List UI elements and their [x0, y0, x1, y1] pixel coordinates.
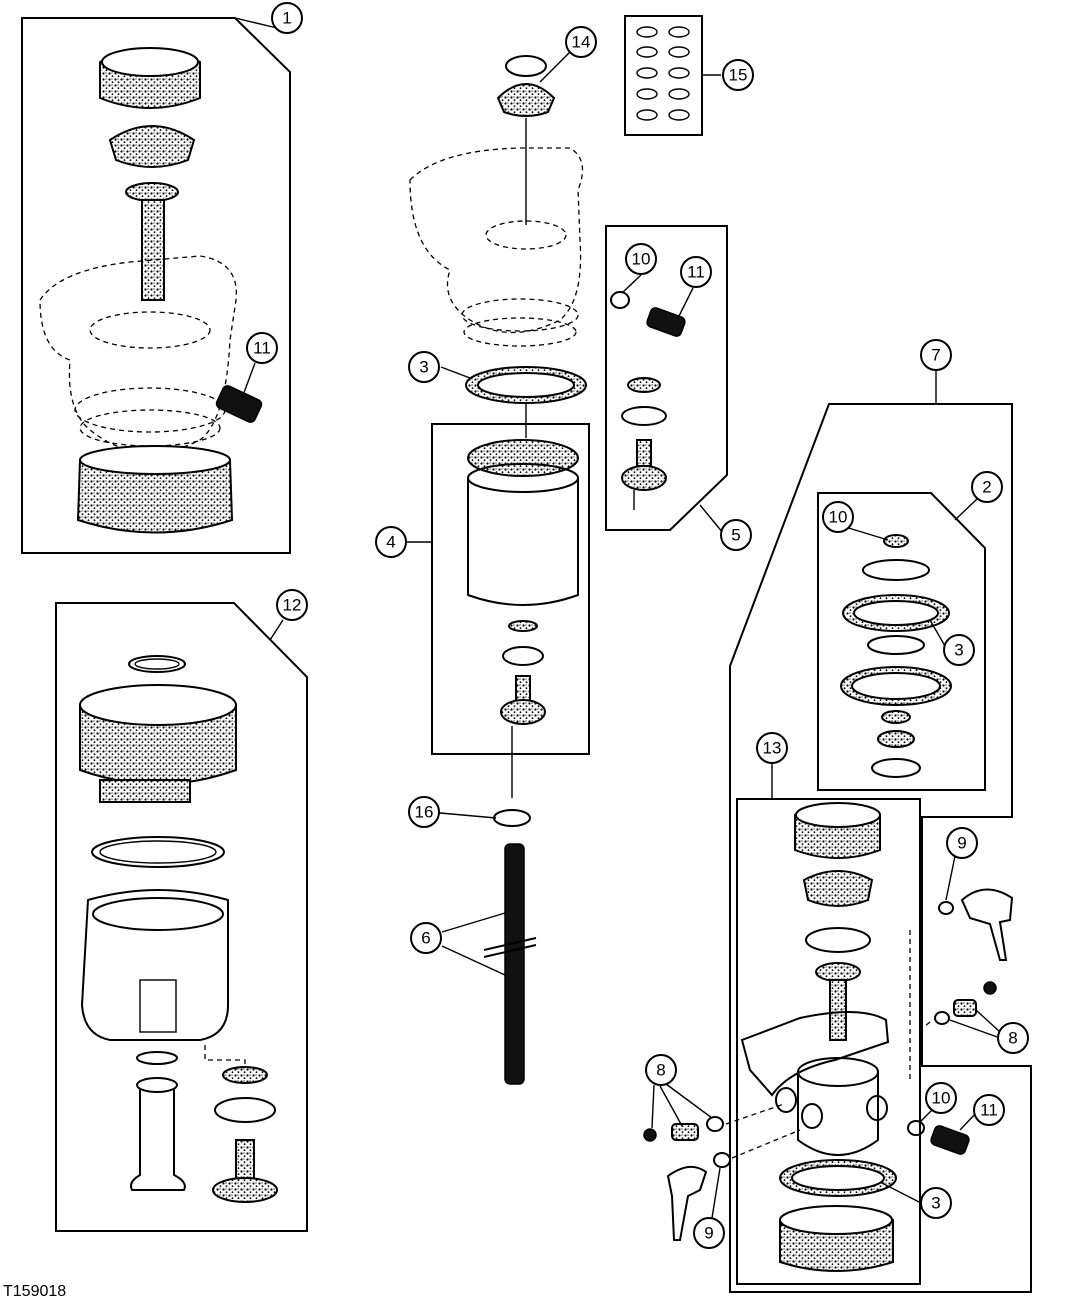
center-column	[409, 55, 590, 1085]
drain-valve	[212, 1177, 278, 1203]
strainer-cap	[108, 125, 196, 168]
svg-text:5: 5	[731, 526, 740, 545]
svg-text:8: 8	[656, 1061, 665, 1080]
callout-3-kit2: 3	[943, 634, 975, 666]
callout-10-kit2: 10	[822, 501, 854, 533]
svg-text:15: 15	[729, 66, 748, 85]
center-bolt	[130, 1088, 186, 1191]
kit-7-outline	[729, 403, 1032, 1293]
callouts: 1 11 12 14 15 3 4 5 16 6 10 11 7 2 10 3 …	[246, 2, 1029, 1249]
callout-2: 2	[971, 471, 1003, 503]
callout-10-kit5: 10	[625, 243, 657, 275]
svg-text:11: 11	[687, 263, 705, 282]
callout-9-bottom: 9	[693, 1217, 725, 1249]
callout-3-center: 3	[408, 351, 440, 383]
svg-text:9: 9	[957, 834, 966, 853]
kit-15-group	[624, 15, 703, 136]
clear-bowl	[80, 889, 229, 1041]
kit-13-outline	[736, 798, 921, 1285]
svg-text:2: 2	[982, 478, 991, 497]
callout-4: 4	[375, 526, 407, 558]
callout-1: 1	[271, 2, 303, 34]
kit-13-group	[643, 798, 1014, 1285]
svg-text:3: 3	[954, 641, 963, 660]
svg-text:8: 8	[1008, 1029, 1017, 1048]
kit-12-outline	[55, 602, 308, 1232]
svg-text:4: 4	[386, 533, 395, 552]
kit-4-outline	[431, 423, 590, 755]
leader-lines	[234, 17, 1001, 1219]
water-drain	[500, 699, 546, 725]
callout-14: 14	[565, 26, 597, 58]
svg-text:10: 10	[932, 1089, 951, 1108]
callout-13: 13	[756, 732, 788, 764]
filter-head-bracket	[740, 1011, 890, 1097]
callout-6: 6	[410, 922, 442, 954]
filter-head	[797, 1072, 879, 1156]
svg-text:3: 3	[931, 1194, 940, 1213]
svg-text:3: 3	[419, 358, 428, 377]
callout-8-right: 8	[997, 1022, 1029, 1054]
svg-text:11: 11	[980, 1101, 998, 1120]
callout-15: 15	[722, 59, 754, 91]
svg-text:13: 13	[763, 739, 782, 758]
callout-5: 5	[720, 519, 752, 551]
bleed-screw	[215, 385, 263, 423]
kit-12-group	[55, 602, 308, 1232]
kit-2-outline	[817, 492, 986, 791]
kit-2-group	[817, 492, 986, 791]
svg-text:9: 9	[704, 1224, 713, 1243]
svg-text:10: 10	[632, 250, 651, 269]
kit-5-outline	[605, 225, 728, 531]
svg-text:11: 11	[253, 339, 271, 358]
callout-16: 16	[408, 796, 440, 828]
kit-5-group	[605, 225, 728, 531]
callout-9-top: 9	[946, 827, 978, 859]
kit-1-group	[21, 17, 291, 554]
callout-12: 12	[276, 589, 308, 621]
kit-15-outline	[624, 15, 703, 136]
callout-3-kit13: 3	[920, 1187, 952, 1219]
svg-text:16: 16	[415, 803, 434, 822]
callout-11-kit5: 11	[680, 256, 712, 288]
svg-text:14: 14	[572, 33, 591, 52]
callout-10-kit13: 10	[925, 1082, 957, 1114]
callout-8-left: 8	[645, 1054, 677, 1086]
hose-clamp	[493, 809, 531, 827]
callout-7: 7	[920, 339, 952, 371]
callout-11-kit13: 11	[973, 1094, 1005, 1126]
svg-text:7: 7	[931, 346, 940, 365]
kit-1-outline	[21, 17, 291, 554]
filter-element	[467, 478, 579, 606]
primer-plunger	[496, 83, 556, 117]
svg-text:12: 12	[283, 596, 302, 615]
callout-11-left: 11	[246, 332, 278, 364]
figure-id: T159018	[3, 1283, 66, 1300]
primer-stem	[141, 199, 165, 301]
svg-text:1: 1	[282, 9, 291, 28]
bowl-ring	[76, 459, 234, 534]
svg-text:6: 6	[421, 929, 430, 948]
svg-text:10: 10	[829, 508, 848, 527]
drain-hose	[504, 843, 525, 1085]
